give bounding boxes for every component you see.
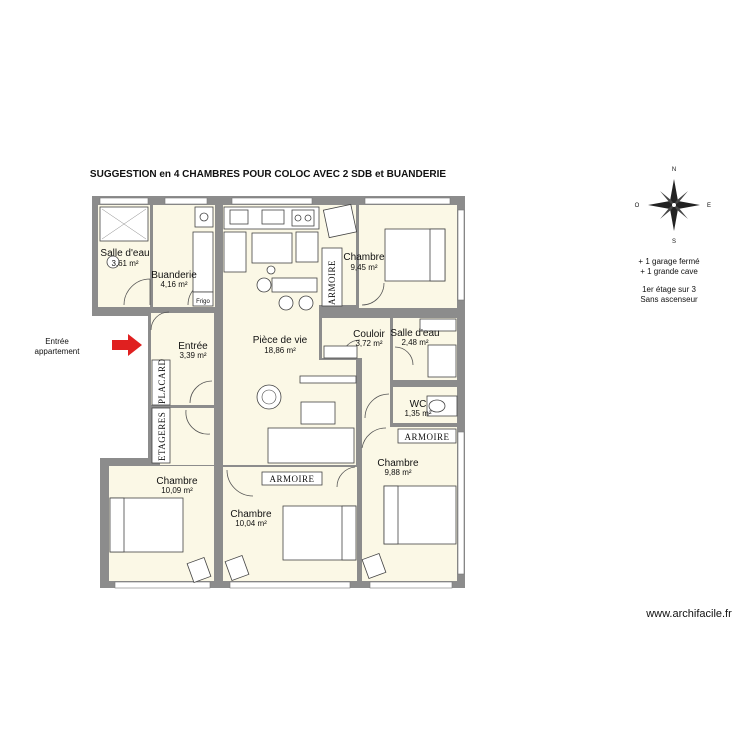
room-name: Couloir <box>353 329 385 340</box>
room-name: Chambre <box>343 252 385 263</box>
room-labels: Salle d'eau 3,61 m² Buanderie 4,16 m² Ch… <box>100 248 439 528</box>
bed-945 <box>384 228 446 282</box>
shower-1 <box>99 206 149 242</box>
room-area: 4,16 m² <box>160 280 187 289</box>
room-area: 10,04 m² <box>235 519 267 528</box>
armoire-1004 <box>261 471 323 486</box>
room-name: Salle d'eau <box>100 248 149 259</box>
room-name: Chambre <box>377 458 419 469</box>
desk-1004 <box>224 555 250 581</box>
plan-title: SUGGESTION en 4 CHAMBRES POUR COLOC AVEC… <box>90 169 446 180</box>
room-name: Buanderie <box>151 270 197 281</box>
compass-n: N <box>672 167 676 173</box>
room-name: Entrée <box>178 341 208 352</box>
room-area: 10,09 m² <box>161 486 193 495</box>
entry-arrow-icon <box>112 334 142 356</box>
desk-945 <box>322 203 358 239</box>
windows <box>99 197 465 589</box>
placard-label: PLACARD <box>157 358 167 404</box>
kitchen-counter <box>223 206 320 273</box>
note-cave: + 1 grande cave <box>640 267 698 276</box>
compass-rose-icon <box>648 179 700 231</box>
armoire-988 <box>397 428 457 444</box>
note-garage: + 1 garage fermé <box>638 257 700 266</box>
armoire-988-label: ARMOIRE <box>404 432 449 442</box>
compass-s: S <box>672 239 676 245</box>
note-etage: 1er étage sur 3 <box>642 285 696 294</box>
compass-e: E <box>707 203 711 209</box>
dining-table <box>256 265 318 311</box>
etageres-label: ETAGERES <box>157 412 167 461</box>
room-name: Pièce de vie <box>253 335 308 346</box>
buanderie-shelf <box>192 231 214 293</box>
shower-2 <box>427 344 457 378</box>
room-name: Chambre <box>230 509 272 520</box>
living-furniture <box>256 345 358 464</box>
placard <box>151 359 171 406</box>
desk-988 <box>361 553 387 579</box>
room-area: 9,88 m² <box>384 468 411 477</box>
room-area: 1,35 m² <box>404 409 431 418</box>
entry-label-line2: appartement <box>35 347 81 356</box>
room-area: 3,72 m² <box>355 339 382 348</box>
desk-1009 <box>186 557 212 583</box>
washbasin-2 <box>419 318 457 332</box>
washbasin-1 <box>106 255 120 269</box>
etageres <box>151 407 171 464</box>
room-name: Chambre <box>156 476 198 487</box>
fridge <box>192 291 214 307</box>
compass-o: O <box>635 203 640 209</box>
room-area: 3,39 m² <box>179 351 206 360</box>
room-area: 18,86 m² <box>264 346 296 355</box>
room-area: 2,48 m² <box>401 338 428 347</box>
entry-label-line1: Entrée <box>45 337 69 346</box>
armoire-945 <box>321 247 343 307</box>
armoire-945-label: ARMOIRE <box>327 260 337 305</box>
note-ascenseur: Sans ascenseur <box>640 295 698 304</box>
armoire-1004-label: ARMOIRE <box>269 474 314 484</box>
watermark: www.archifacile.fr <box>645 608 732 620</box>
room-name: WC <box>410 399 427 410</box>
room-area: 9,45 m² <box>350 263 377 272</box>
doors <box>123 278 414 497</box>
fridge-label: Frigo <box>196 299 210 305</box>
room-area: 3,61 m² <box>111 259 138 268</box>
room-name: Salle d'eau <box>390 328 439 339</box>
